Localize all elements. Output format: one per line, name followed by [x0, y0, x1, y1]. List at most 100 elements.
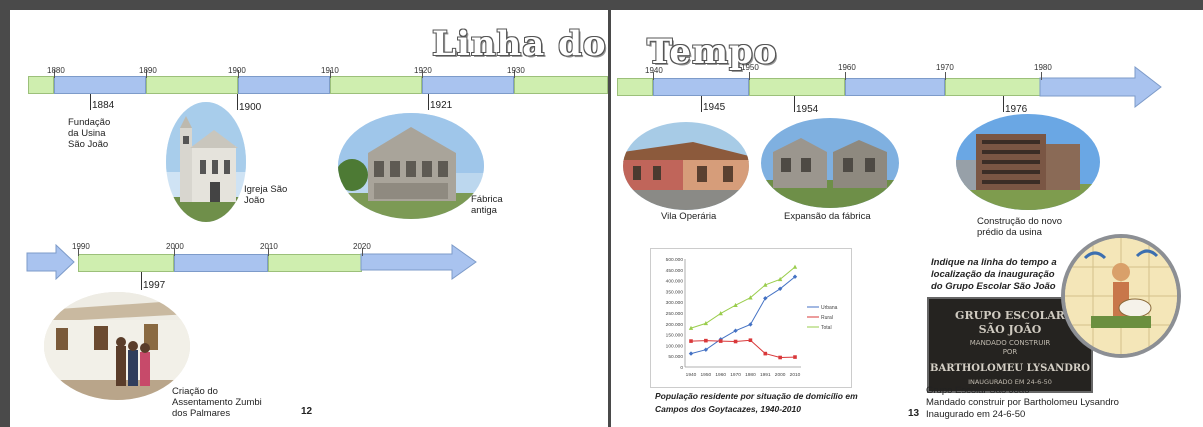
y-tick-label: 0: [680, 365, 683, 371]
timeline-tick: [749, 72, 750, 80]
event-marker: [701, 96, 702, 112]
timeline-tick: [268, 248, 269, 256]
x-tick-label: 1950: [701, 372, 712, 378]
timeline-segment: [28, 76, 54, 94]
title-left: Linha do: [432, 24, 607, 64]
series-line-urbana: [690, 276, 796, 355]
tick-label: 1920: [414, 66, 432, 75]
data-point: [748, 322, 753, 327]
timeline-tick: [78, 248, 79, 256]
left-page: Linha do 1880 1890 1900 1910 1920 1930 1…: [10, 10, 608, 427]
title-right: Tempo: [647, 32, 778, 72]
legend-label: Rural: [821, 315, 833, 321]
timeline-segment: [422, 76, 514, 94]
plaque-line: INAUGURADO EM 24-6-50: [968, 378, 1052, 386]
timeline-tick: [54, 70, 55, 78]
plaque-line: GRUPO ESCOLAR: [955, 309, 1066, 322]
event-year: 1954: [796, 104, 819, 115]
timeline-segment: [54, 76, 146, 94]
data-point: [688, 351, 694, 356]
expansion-photo: [761, 118, 899, 208]
timeline-tick: [238, 70, 239, 78]
x-tick-label: 2010: [790, 372, 801, 378]
x-tick-label: 1970: [730, 372, 741, 378]
timeline-segment: [78, 254, 174, 272]
event-marker: [141, 272, 142, 290]
data-point: [748, 295, 753, 300]
tick-label: 1980: [1034, 63, 1052, 72]
data-point: [792, 274, 798, 279]
event-year: 1921: [430, 100, 453, 111]
caption-assentamento: Criação do Assentamento Zumbi dos Palmar…: [172, 386, 262, 419]
tick-label: 1910: [321, 66, 339, 75]
tick-label: 2010: [260, 242, 278, 251]
vila-photo: [623, 122, 749, 210]
data-point: [704, 338, 708, 343]
data-point: [778, 355, 782, 360]
legend-label: Total: [821, 325, 832, 331]
event-marker: [237, 94, 238, 110]
timeline-tick: [174, 248, 175, 256]
caption-expansao: Expansão da fábrica: [784, 211, 871, 222]
timeline-tick: [362, 248, 363, 256]
tick-label: 1890: [139, 66, 157, 75]
timeline-segment: [653, 78, 749, 96]
data-point: [703, 320, 709, 326]
timeline-segment: [268, 254, 362, 272]
timeline-segment: [514, 76, 608, 94]
timeline-tick: [514, 70, 515, 78]
data-point: [777, 276, 783, 282]
x-tick-label: 1980: [745, 372, 756, 378]
y-tick-label: 100.000: [666, 343, 684, 349]
plaque-line: BARTHOLOMEU LYSANDRO: [930, 363, 1090, 374]
church-photo: [166, 102, 246, 222]
event-marker: [794, 96, 795, 112]
page-number-left: 12: [301, 406, 313, 417]
plaque-line: POR: [1003, 348, 1018, 356]
caption-vila: Vila Operária: [661, 211, 717, 222]
timeline-tick: [945, 72, 946, 80]
data-point: [733, 328, 738, 333]
new-building-photo: [956, 114, 1100, 210]
timeline-segment: [845, 78, 945, 96]
timeline-tick: [845, 72, 846, 80]
tick-label: 1900: [228, 66, 246, 75]
data-point: [748, 338, 753, 343]
data-point: [777, 286, 783, 292]
y-tick-label: 500.000: [666, 257, 684, 263]
factory-photo: [338, 113, 484, 219]
y-tick-label: 350.000: [666, 289, 684, 295]
event-year: 1900: [239, 102, 262, 113]
school-caption: Grupo Escolar São João Mandado construir…: [926, 385, 1119, 420]
y-tick-label: 300.000: [666, 300, 684, 306]
tick-label: 1940: [645, 66, 663, 75]
tile-medallion-photo: [1061, 234, 1181, 358]
timeline-tick: [146, 70, 147, 78]
x-tick-label: 2000: [775, 372, 786, 378]
event-year: 1997: [143, 280, 166, 291]
timeline-tick: [422, 70, 423, 78]
timeline-arrow: [360, 244, 477, 280]
tick-label: 1970: [936, 63, 954, 72]
data-point: [718, 311, 723, 316]
timeline-segment: [617, 78, 653, 96]
legend-label: Urbana: [821, 305, 838, 311]
y-tick-label: 200.000: [666, 322, 684, 328]
y-tick-label: 150.000: [666, 333, 684, 339]
chart-caption: População residente por situação de domi…: [655, 391, 858, 414]
timeline-segment: [749, 78, 845, 96]
caption-usina: Fundação da Usina São João: [68, 117, 111, 150]
school-plaque: GRUPO ESCOLAR SÃO JOÃO MANDADO CONSTRUIR…: [927, 297, 1093, 393]
tick-label: 1960: [838, 63, 856, 72]
x-tick-label: 1991: [760, 372, 771, 378]
series-line-rural: [690, 339, 796, 358]
event-year: 1976: [1005, 104, 1028, 115]
timeline-segment: [945, 78, 1041, 96]
y-tick-label: 400.000: [666, 279, 684, 285]
tick-label: 2000: [166, 242, 184, 251]
timeline-tick: [330, 70, 331, 78]
page-number-right: 13: [908, 408, 920, 419]
tick-label: 1880: [47, 66, 65, 75]
